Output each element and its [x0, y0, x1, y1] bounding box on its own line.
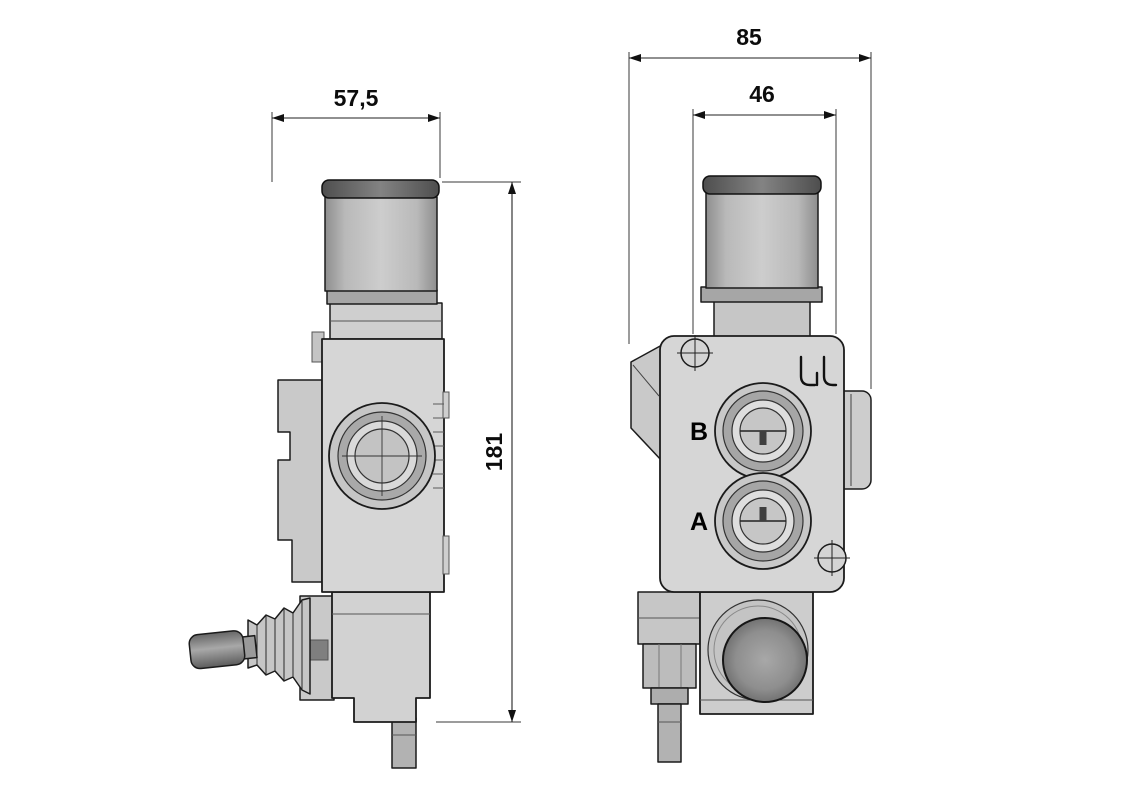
front-hex-fitting [637, 591, 701, 763]
side-lower-body [331, 591, 431, 723]
dimension-side-width: 57,5 [271, 85, 441, 182]
relief-knob [722, 617, 808, 703]
front-knob-cap [702, 175, 822, 195]
dimension-inner-width-label: 46 [749, 81, 775, 107]
side-port-crosshair [342, 416, 422, 496]
side-knob-body [324, 196, 438, 292]
port-a-label: A [690, 508, 708, 536]
front-lower-housing [699, 591, 814, 715]
side-knob-collar [326, 289, 438, 305]
side-adapter-flange [329, 302, 443, 340]
spool-symbol [799, 355, 838, 387]
mounting-screw-bottom-right [814, 540, 850, 576]
front-knob-body [705, 192, 819, 289]
side-view: 57,5 181 [188, 85, 521, 769]
front-bottom-stem [657, 703, 682, 763]
dimension-height-label: 181 [481, 433, 507, 472]
bellows-pleat-lines [256, 600, 303, 690]
front-knob-collar [700, 286, 823, 303]
port-b [714, 382, 812, 480]
lever-grip [188, 630, 246, 670]
side-left-protrusion [277, 379, 323, 583]
lever-bellows [247, 597, 311, 695]
control-lever-handle [188, 630, 258, 670]
dimension-overall-width-label: 85 [736, 24, 762, 50]
front-left-bracket [630, 344, 663, 462]
port-b-detent-slot [759, 431, 767, 445]
front-neck [713, 299, 811, 339]
side-knob-cap [321, 179, 440, 199]
port-a-detent-slot [759, 507, 767, 521]
dimension-height: 181 [436, 181, 521, 723]
port-a [714, 472, 812, 570]
front-left-bracket-crease [632, 364, 660, 397]
port-b-label: B [690, 418, 708, 446]
front-view: B A 85 46 [628, 24, 872, 763]
dimension-overall-width: 85 [628, 24, 872, 389]
side-bottom-stem [391, 717, 417, 769]
dimension-side-width-label: 57,5 [334, 85, 379, 111]
mounting-screw-top-left [677, 335, 713, 371]
side-port-boss [328, 402, 436, 510]
dimension-inner-width: 46 [692, 81, 837, 334]
